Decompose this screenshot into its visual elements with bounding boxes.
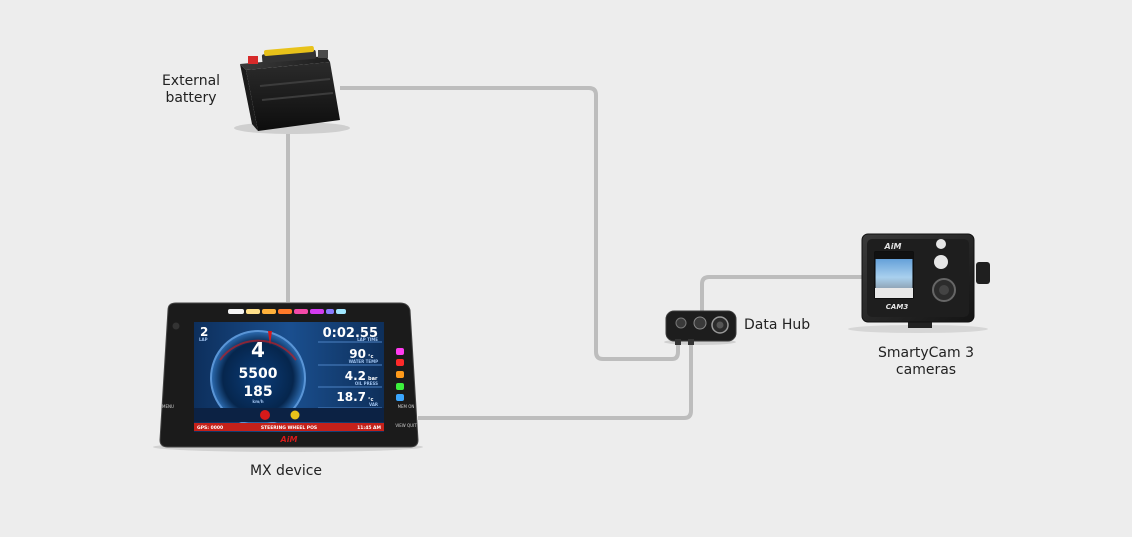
battery-label-line2: battery [165,90,217,106]
mx-water-label: WATER TEMP [349,359,378,364]
mx-water-unit: °c [368,354,374,360]
camera-model-logo: CAM3 [886,303,909,311]
mx-footer-right: 11:45 AM [357,425,381,431]
mx-water-temp: 90 [349,347,366,361]
mx-lap-label: LAP [199,337,208,342]
mx-device-label: MX device [249,463,323,479]
mx-var-value: 18.7 [336,390,366,404]
mx-var-unit: °c [368,397,374,403]
mx-gear: 4 [251,338,265,362]
mx-var-label: VAR [369,402,378,407]
mx-warning-yellow-icon [290,410,300,420]
mx-footer-left: GPS: 0000 [197,425,223,431]
external-battery [234,45,350,134]
mx-rpm: 5500 [239,366,278,382]
hub-port-icon [693,316,707,330]
mx-lap-number: 2 [200,325,208,339]
mx-brand-logo: AiM [280,435,298,444]
camera-brand-logo: AiM [884,242,902,251]
mx-footer-bar [194,423,384,431]
cable-mx-to-hub [418,340,693,420]
camera-button-icon [934,255,948,269]
battery-terminal-positive-icon [248,56,258,64]
data-hub-label: Data Hub [744,317,811,333]
battery-terminal-negative-icon [318,50,328,58]
mx-speed-unit: km/h [252,399,263,404]
mx-memo-button-label: MEM ON [398,404,415,409]
battery-label: External battery [150,73,232,107]
mx-speed: 185 [243,384,272,400]
shift-lights [228,309,346,314]
camera-button-icon [936,239,946,249]
mx-lap-time-label: LAP TIME [357,337,378,342]
data-hub [664,310,737,345]
mx-oil-unit: bar [368,376,378,382]
mx-oil-label: OIL PRESS [355,381,378,386]
mx-rpm-needle-icon [268,331,272,345]
mx-menu-button-label: MENU [162,404,174,409]
smartycam-camera: AiM CAM3 [848,233,990,333]
camera-label-line2: cameras [895,362,957,378]
mx-oil-press: 4.2 [345,369,366,383]
cable-hub-to-camera [700,275,868,312]
camera-label: SmartyCam 3 cameras [856,345,996,379]
mx-view-button-label: VIEW QUIT [395,423,417,428]
mx-side-leds [396,348,404,401]
camera-label-line1: SmartyCam 3 [878,345,974,361]
cables [286,86,868,420]
mx-footer-mid: STEERING WHEEL POS [261,425,317,431]
mx-warning-red-icon [260,410,270,420]
cable-battery-to-hub [340,86,680,361]
battery-label-line1: External [161,73,221,89]
hub-port-icon [675,317,687,329]
mx-device: 2 LAP 4 5500 185 km/h 0:02.55 LAP TIME 9… [153,302,423,452]
mx-warning-icon-strip [194,408,384,422]
mx-lap-time: 0:02.55 [323,326,378,341]
